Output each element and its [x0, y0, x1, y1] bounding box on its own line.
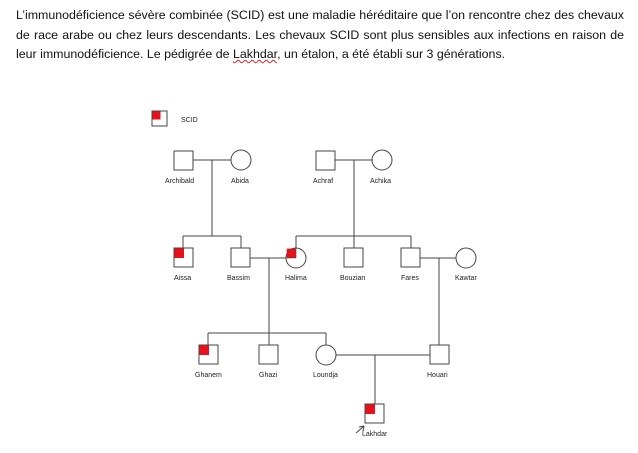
- male-symbol: [400, 247, 421, 268]
- individual-bassim: Bassim: [227, 247, 251, 282]
- name-label: Halima: [285, 275, 307, 282]
- individual-lakhdar: Lakhdar: [355, 403, 388, 438]
- name-label: Bassim: [227, 275, 250, 282]
- name-label: Houari: [427, 372, 448, 379]
- gen2-lines: [207, 257, 456, 345]
- female-symbol: [455, 247, 477, 269]
- gen3-lines: [336, 354, 430, 404]
- proband-arrow-icon: [355, 425, 365, 434]
- name-label: Abida: [231, 178, 249, 185]
- name-label: Bouzian: [340, 275, 365, 282]
- legend-affected-fill: [152, 111, 161, 120]
- female-symbol: [230, 149, 252, 171]
- individual-ghanem: Ghanem: [195, 344, 222, 379]
- name-label: Achraf: [313, 178, 333, 185]
- name-label: Ghazi: [259, 372, 278, 379]
- male-symbol: [343, 247, 364, 268]
- name-label: Aissa: [174, 275, 191, 282]
- name-label: Kawtar: [455, 275, 477, 282]
- individual-abida: Abida: [230, 149, 252, 185]
- name-label: Lakhdar: [362, 431, 388, 438]
- name-label: Archibald: [165, 178, 194, 185]
- intro-name-lakhdar: Lakhdar: [232, 47, 278, 61]
- individual-halima: Halima: [285, 247, 307, 282]
- name-label: Loundja: [313, 372, 338, 379]
- individual-aissa: Aissa: [173, 247, 194, 282]
- gen1-lines: [182, 159, 412, 248]
- affected-fill: [365, 404, 375, 414]
- individual-fares: Fares: [400, 247, 421, 282]
- intro-text-start: L’immunodéficience sévère combinée (SCID…: [16, 8, 624, 61]
- male-symbol: [258, 344, 279, 365]
- individual-archibald: Archibald: [165, 150, 194, 185]
- female-symbol: [371, 149, 393, 171]
- legend-label: SCID: [181, 117, 198, 124]
- affected-fill: [199, 345, 209, 355]
- name-label: Ghanem: [195, 372, 222, 379]
- proband-arrowhead: [358, 425, 365, 432]
- name-label: Fares: [401, 275, 419, 282]
- individual-achraf: Achraf: [313, 150, 336, 185]
- individual-ghazi: Ghazi: [258, 344, 279, 379]
- intro-paragraph: L’immunodéficience sévère combinée (SCID…: [16, 6, 624, 65]
- individual-houari: Houari: [427, 344, 450, 379]
- individual-achika: Achika: [370, 149, 393, 185]
- male-symbol: [173, 150, 194, 171]
- male-symbol: [315, 150, 336, 171]
- name-label: Achika: [370, 178, 391, 185]
- legend: SCID: [151, 110, 198, 127]
- female-symbol: [315, 344, 337, 366]
- individual-kawtar: Kawtar: [455, 247, 477, 282]
- male-symbol: [230, 247, 251, 268]
- male-symbol: [429, 344, 450, 365]
- affected-fill: [174, 248, 184, 258]
- intro-text-end: , un étalon, a été établi sur 3 générati…: [277, 47, 506, 61]
- affected-fill: [286, 248, 296, 258]
- individual-loundja: Loundja: [313, 344, 338, 379]
- individual-bouzian: Bouzian: [340, 247, 365, 282]
